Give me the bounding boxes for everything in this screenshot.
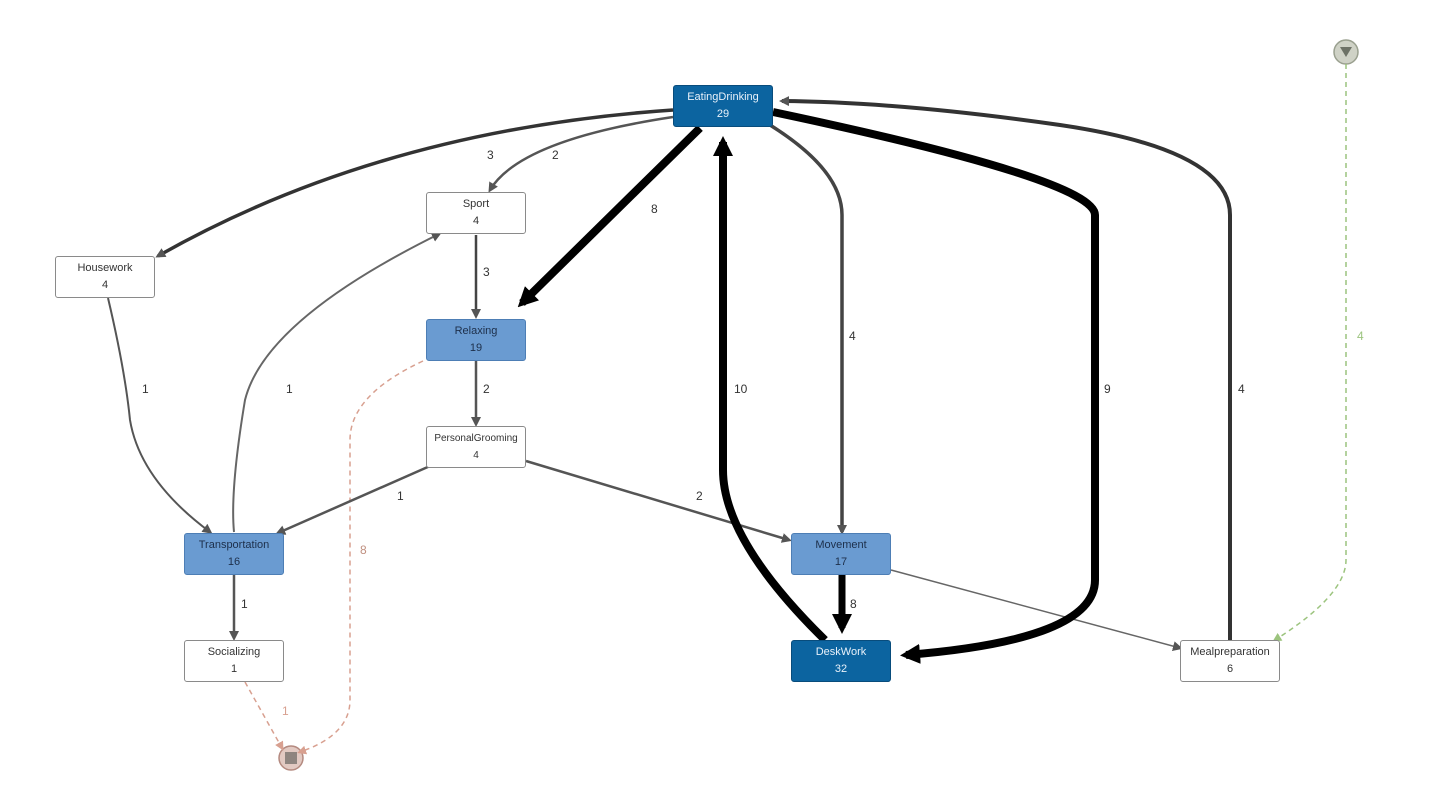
node-meal-preparation[interactable]: Mealpreparation 6 — [1180, 640, 1280, 682]
edge-label-sport-relaxing: 3 — [483, 265, 490, 279]
edge-socializing-end[interactable] — [244, 681, 284, 751]
node-count: 19 — [469, 342, 483, 354]
edge-label-deskwork-eating: 10 — [734, 382, 748, 396]
node-label: Socializing — [207, 646, 261, 658]
node-count: 29 — [716, 108, 730, 120]
node-label: EatingDrinking — [687, 91, 759, 103]
edge-transportation-sport[interactable] — [232, 232, 442, 533]
node-sport[interactable]: Sport 4 — [426, 192, 526, 234]
edge-grooming-transportation[interactable] — [275, 464, 431, 535]
edge-grooming-movement[interactable] — [525, 459, 792, 543]
node-label: Mealpreparation — [1190, 646, 1270, 658]
edge-label-socializing-end: 1 — [282, 704, 289, 718]
edge-eating-movement[interactable] — [769, 123, 847, 535]
edge-label-transportation-socializing: 1 — [241, 597, 248, 611]
edge-label-eating-housework: 3 — [487, 148, 494, 162]
node-personal-grooming[interactable]: PersonalGrooming 4 — [426, 426, 526, 468]
node-housework[interactable]: Housework 4 — [55, 256, 155, 298]
edge-eating-deskwork[interactable] — [772, 108, 1099, 664]
node-count: 16 — [227, 556, 241, 568]
edge-label-mealprep-eating: 4 — [1238, 382, 1245, 396]
node-label: Sport — [462, 198, 490, 210]
node-label: Relaxing — [454, 325, 498, 337]
node-label: PersonalGrooming — [434, 433, 518, 444]
node-label: Transportation — [198, 539, 270, 551]
node-transportation[interactable]: Transportation 16 — [184, 533, 284, 575]
node-desk-work[interactable]: DeskWork 32 — [791, 640, 891, 682]
start-triangle-icon — [1340, 47, 1352, 57]
node-socializing[interactable]: Socializing 1 — [184, 640, 284, 682]
node-relaxing[interactable]: Relaxing 19 — [426, 319, 526, 361]
edge-deskwork-eating[interactable] — [713, 136, 828, 643]
node-count: 17 — [834, 556, 848, 568]
start-node[interactable] — [1333, 39, 1359, 65]
edge-label-eating-movement: 4 — [849, 329, 856, 343]
node-label: DeskWork — [815, 646, 867, 658]
edge-label-start-mealprep: 4 — [1357, 329, 1364, 343]
node-count: 6 — [1226, 663, 1234, 675]
node-label: Movement — [815, 539, 867, 551]
edge-eating-relaxing[interactable] — [517, 125, 703, 308]
edge-label-housework-transportation: 1 — [142, 382, 149, 396]
end-node[interactable] — [278, 745, 304, 771]
node-count: 4 — [101, 279, 109, 291]
edge-movement-mealprep[interactable] — [890, 569, 1183, 652]
edge-label-transportation-sport: 1 — [286, 382, 293, 396]
node-count: 4 — [473, 450, 479, 461]
edge-eating-housework[interactable] — [155, 108, 674, 258]
node-count: 32 — [834, 663, 848, 675]
node-count: 4 — [472, 215, 480, 227]
edge-label-movement-deskwork: 8 — [850, 597, 857, 611]
edge-label-relaxing-grooming: 2 — [483, 382, 490, 396]
edge-housework-transportation[interactable] — [107, 297, 213, 534]
node-label: Housework — [77, 262, 133, 274]
edge-label-eating-sport: 2 — [552, 148, 559, 162]
edge-start-mealprep[interactable] — [1272, 64, 1347, 642]
node-movement[interactable]: Movement 17 — [791, 533, 891, 575]
edge-mealprep-eating[interactable] — [779, 96, 1232, 640]
edge-eating-sport[interactable] — [488, 115, 674, 193]
edge-label-eating-deskwork: 9 — [1104, 382, 1111, 396]
edge-label-grooming-transportation: 1 — [397, 489, 404, 503]
end-square-icon — [285, 752, 297, 764]
edge-label-grooming-movement: 2 — [696, 489, 703, 503]
node-count: 1 — [230, 663, 238, 675]
node-eating-drinking[interactable]: EatingDrinking 29 — [673, 85, 773, 127]
edge-label-relaxing-end: 8 — [360, 543, 367, 557]
edge-label-eating-relaxing: 8 — [651, 202, 658, 216]
